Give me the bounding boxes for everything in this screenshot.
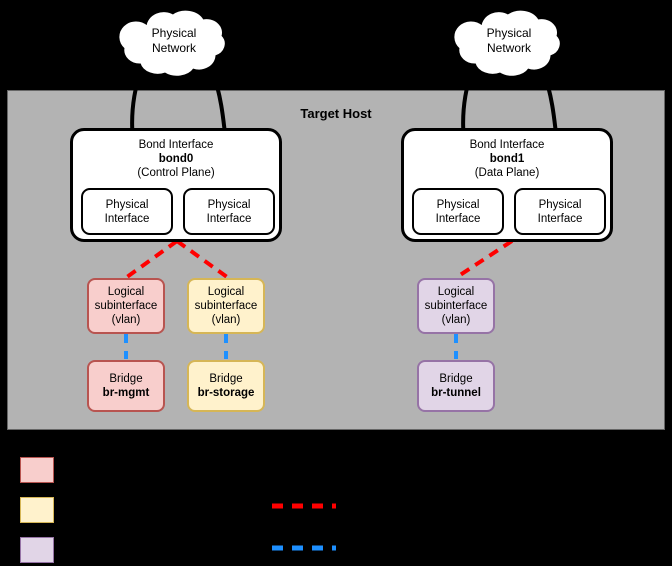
logical-subinterface-tunnel: Logical subinterface (vlan)	[417, 278, 495, 334]
bond0-phy1-line2: Interface	[104, 212, 150, 225]
vlan-storage-line1: Logical	[207, 286, 245, 298]
bond0-name: bond0	[158, 153, 194, 165]
bond0-phy1-text: Physical Interface	[105, 198, 150, 226]
cloud-right-line1: Physical	[486, 26, 532, 40]
bridge-mgmt-line1: Bridge	[109, 373, 143, 385]
bridge-storage-name: br-storage	[197, 387, 255, 399]
bond1-name: bond1	[489, 153, 525, 165]
bond1-title-text: Bond Interface	[469, 139, 545, 151]
bond-interface-bond0: Bond Interface bond0 (Control Plane) Phy…	[70, 128, 282, 242]
cloud-left-line2: Network	[151, 41, 196, 55]
legend-swatch-purple	[20, 537, 54, 563]
bond1-phy2-line1: Physical	[538, 198, 582, 211]
vlan-mgmt-text: Logical subinterface (vlan)	[95, 285, 158, 327]
logical-subinterface-mgmt: Logical subinterface (vlan)	[87, 278, 165, 334]
bridge-br-storage: Bridge br-storage	[187, 360, 265, 412]
bond1-role: (Data Plane)	[474, 167, 540, 179]
bond0-phy2-text: Physical Interface	[207, 198, 252, 226]
vlan-storage-line3: (vlan)	[211, 314, 241, 326]
bridge-br-tunnel: Bridge br-tunnel	[417, 360, 495, 412]
bridge-storage-line1: Bridge	[209, 373, 243, 385]
cloud-left-text: Physical Network	[115, 26, 233, 56]
bond0-title: Bond Interface bond0 (Control Plane)	[73, 138, 279, 180]
bridge-br-mgmt: Bridge br-mgmt	[87, 360, 165, 412]
vlan-tunnel-line2: subinterface	[424, 300, 488, 312]
cloud-shape-icon	[454, 10, 560, 76]
bond1-phy2-line2: Interface	[537, 212, 583, 225]
bridge-mgmt-text: Bridge br-mgmt	[103, 372, 150, 400]
target-host-label: Target Host	[300, 106, 372, 121]
bond1-phy1-line2: Interface	[435, 212, 481, 225]
legend-swatch-pink	[20, 457, 54, 483]
bond0-physical-interface-1: Physical Interface	[81, 188, 173, 235]
bond0-physical-interface-2: Physical Interface	[183, 188, 275, 235]
cloud-physical-network-right: Physical Network	[450, 6, 568, 78]
vlan-tunnel-text: Logical subinterface (vlan)	[425, 285, 488, 327]
cloud-right-text: Physical Network	[450, 26, 568, 56]
bond1-title: Bond Interface bond1 (Data Plane)	[404, 138, 610, 180]
vlan-mgmt-line3: (vlan)	[111, 314, 141, 326]
vlan-tunnel-line3: (vlan)	[441, 314, 471, 326]
bond0-phy2-line2: Interface	[206, 212, 252, 225]
legend-swatch-yellow	[20, 497, 54, 523]
bond0-title-text: Bond Interface	[138, 139, 214, 151]
bond1-physical-interface-2: Physical Interface	[514, 188, 606, 235]
bridge-tunnel-text: Bridge br-tunnel	[431, 372, 481, 400]
bridge-storage-text: Bridge br-storage	[198, 372, 255, 400]
vlan-mgmt-line1: Logical	[107, 286, 145, 298]
cloud-physical-network-left: Physical Network	[115, 6, 233, 78]
bridge-mgmt-name: br-mgmt	[102, 387, 150, 399]
cloud-left-line1: Physical	[151, 26, 197, 40]
vlan-tunnel-line1: Logical	[437, 286, 475, 298]
bond0-phy1-line1: Physical	[105, 198, 149, 211]
vlan-mgmt-line2: subinterface	[94, 300, 158, 312]
bridge-tunnel-name: br-tunnel	[431, 387, 481, 399]
bond0-phy2-line1: Physical	[207, 198, 251, 211]
vlan-storage-text: Logical subinterface (vlan)	[195, 285, 258, 327]
logical-subinterface-storage: Logical subinterface (vlan)	[187, 278, 265, 334]
bond-interface-bond1: Bond Interface bond1 (Data Plane) Physic…	[401, 128, 613, 242]
cloud-right-line2: Network	[486, 41, 531, 55]
bridge-tunnel-line1: Bridge	[439, 373, 473, 385]
bond1-phy2-text: Physical Interface	[538, 198, 583, 226]
bond0-role: (Control Plane)	[137, 167, 215, 179]
bond1-physical-interface-1: Physical Interface	[412, 188, 504, 235]
bond1-phy1-text: Physical Interface	[436, 198, 481, 226]
vlan-storage-line2: subinterface	[194, 300, 258, 312]
cloud-shape-icon	[119, 10, 225, 76]
bond1-phy1-line1: Physical	[436, 198, 480, 211]
